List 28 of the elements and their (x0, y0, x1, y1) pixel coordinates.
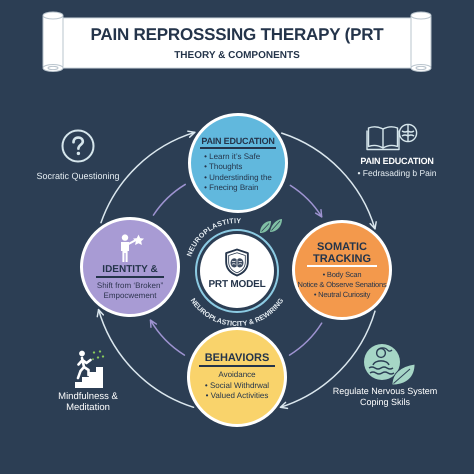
bullet-item: • Fnecing Brain (204, 183, 259, 194)
curved-arrow (290, 184, 322, 218)
bullet-item: • Social Withdrwal (204, 380, 270, 392)
section-heading: SOMATIC TRACKING (307, 240, 377, 266)
section-heading: IDENTITY & (96, 264, 164, 278)
curved-arrow (97, 308, 194, 408)
curved-arrow (280, 310, 376, 409)
caption-text: Socratic Questioning (35, 171, 121, 182)
section-heading: BEHAVIORS (198, 352, 276, 368)
caption-heading: PAIN EDUCATION (359, 156, 435, 167)
curved-arrow (100, 130, 196, 224)
bullet-item: • Learn it’s Safe (204, 152, 260, 162)
caption-text: Regulate Nervous System Coping Skils (332, 386, 438, 408)
curved-line (152, 184, 186, 216)
body-text: Shift from ‘Broken” Empocwement (96, 280, 164, 300)
bullet-item: Avoidance (218, 370, 256, 381)
caption-text: • Fedrasading b Pain (356, 168, 438, 179)
curved-arrow (150, 319, 186, 356)
curved-line (288, 322, 322, 356)
bullet-item: • Understinding the (204, 172, 272, 183)
caption-text: Mindfulness & Meditation (57, 391, 119, 413)
curved-arrow (280, 132, 376, 230)
bullet-item: • Thoughts (204, 162, 242, 172)
center-label: PRT MODEL (208, 279, 266, 290)
subtitle-text: THEORY & COMPONENTS (174, 50, 300, 62)
section-heading: PAIN EDUCATION (200, 136, 276, 148)
title-text: PAIN REPROSSSING THERAPY (PRT (90, 25, 384, 45)
bullet-item: • Valued Activities (206, 391, 268, 402)
